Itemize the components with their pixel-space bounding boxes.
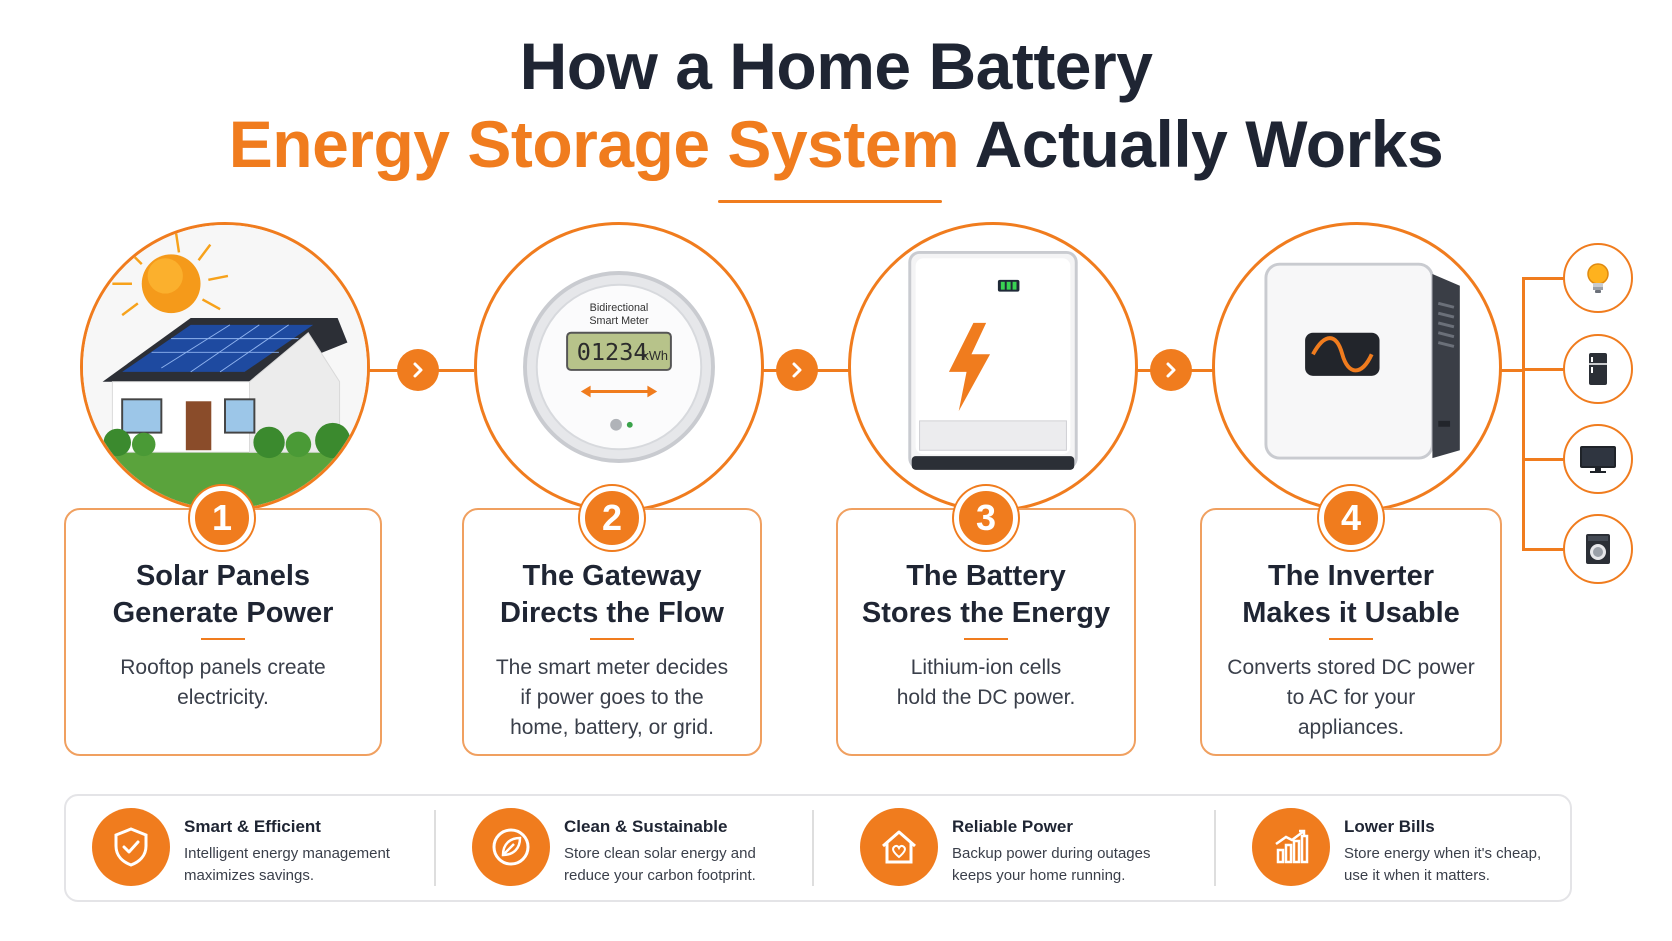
benefit-title: Lower Bills bbox=[1344, 817, 1435, 836]
step-divider bbox=[590, 638, 634, 640]
benefit-description: Store energy when it's cheap,use it when… bbox=[1344, 845, 1542, 884]
page-title-line-2: Energy Storage System Actually Works bbox=[0, 106, 1672, 182]
benefit-separator bbox=[434, 810, 436, 886]
appliance-branch bbox=[1522, 458, 1564, 461]
benefit-separator bbox=[1214, 810, 1216, 886]
benefit-title: Reliable Power bbox=[952, 817, 1073, 836]
step-divider bbox=[964, 638, 1008, 640]
leaf-icon bbox=[472, 808, 550, 886]
connector-4-appliances bbox=[1488, 369, 1524, 372]
meter-unit: kWh bbox=[643, 348, 668, 363]
page-title-line-1: How a Home Battery bbox=[519, 29, 1153, 103]
appliance-branch bbox=[1522, 277, 1564, 280]
step-number-badge: 2 bbox=[580, 486, 644, 550]
step-number-badge: 4 bbox=[1319, 486, 1383, 550]
shield-check-icon bbox=[92, 808, 170, 886]
solar-house-icon bbox=[80, 222, 370, 512]
benefit-title: Smart & Efficient bbox=[184, 817, 321, 836]
step-number-badge: 3 bbox=[954, 486, 1018, 550]
fridge-icon bbox=[1563, 334, 1633, 404]
benefit-item: Clean & Sustainable Store clean solar en… bbox=[472, 796, 792, 900]
appliance-branch bbox=[1522, 548, 1564, 551]
step-number-badge: 1 bbox=[190, 486, 254, 550]
step-divider bbox=[201, 638, 245, 640]
tv-icon bbox=[1563, 424, 1633, 494]
benefit-item: Smart & Efficient Intelligent energy man… bbox=[92, 796, 412, 900]
chevron-right-icon bbox=[397, 349, 439, 391]
benefit-title: Clean & Sustainable bbox=[564, 817, 728, 836]
chevron-right-icon bbox=[776, 349, 818, 391]
meter-label-2: Smart Meter bbox=[589, 315, 649, 327]
title-underline bbox=[718, 200, 942, 203]
chevron-right-icon bbox=[1150, 349, 1192, 391]
benefits-bar: Smart & Efficient Intelligent energy man… bbox=[64, 794, 1572, 902]
step-divider bbox=[1329, 638, 1373, 640]
meter-label-1: Bidirectional bbox=[590, 302, 649, 314]
smart-meter-icon: Bidirectional Smart Meter 01234 kWh bbox=[474, 222, 764, 512]
inverter-icon bbox=[1212, 222, 1502, 512]
benefit-item: Reliable Power Backup power during outag… bbox=[860, 796, 1180, 900]
benefit-separator bbox=[812, 810, 814, 886]
battery-unit-icon bbox=[848, 222, 1138, 512]
washer-icon bbox=[1563, 514, 1633, 584]
appliance-bus bbox=[1522, 277, 1525, 550]
benefit-item: Lower Bills Store energy when it's cheap… bbox=[1252, 796, 1562, 900]
bar-chart-icon bbox=[1252, 808, 1330, 886]
page-title-rest: Actually Works bbox=[974, 107, 1444, 181]
appliance-branch bbox=[1522, 368, 1564, 371]
lightbulb-icon bbox=[1563, 243, 1633, 313]
page-title-accent: Energy Storage System bbox=[228, 107, 960, 181]
home-heart-icon bbox=[860, 808, 938, 886]
meter-reading: 01234 bbox=[577, 338, 648, 366]
